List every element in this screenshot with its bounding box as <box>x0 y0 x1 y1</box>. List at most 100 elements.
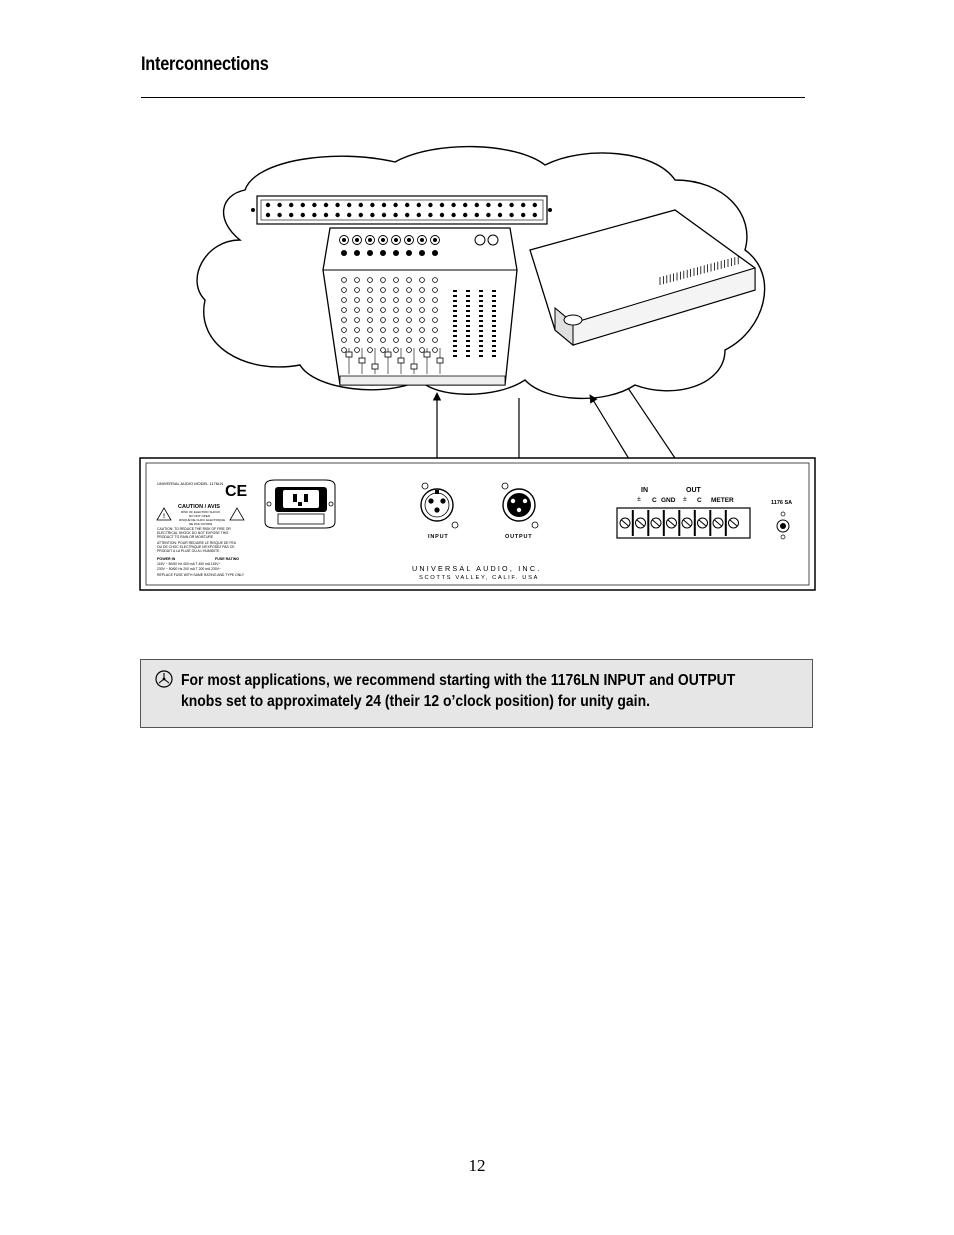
channel-knob <box>367 337 373 343</box>
patch-jack <box>416 212 421 218</box>
patch-jack <box>521 212 526 218</box>
meter-segment <box>453 325 457 327</box>
channel-knob <box>393 307 399 313</box>
screw-slot <box>683 519 691 527</box>
channel-knob <box>393 317 399 323</box>
page-number: 12 <box>468 1156 486 1175</box>
patch-jack <box>347 212 352 218</box>
terminal-in-label: IN <box>641 487 648 494</box>
power-inlet <box>264 479 336 529</box>
jack-center <box>394 238 398 242</box>
jack-center <box>381 238 385 242</box>
meter-segment <box>492 310 496 312</box>
patch-jack <box>289 212 294 218</box>
warning-line: ATTENTION: POUR REDUIRE LE RISQUE DE FEU <box>157 541 237 545</box>
meter-segment <box>466 320 470 322</box>
channel-knob <box>432 277 438 283</box>
channel-knob <box>406 347 412 353</box>
meter-segment <box>466 340 470 342</box>
channel-knob <box>432 287 438 293</box>
meter-segment <box>453 300 457 302</box>
patch-jack <box>393 202 398 208</box>
meter-segment <box>466 335 470 337</box>
line-input-jack <box>393 250 399 256</box>
caution-line: RISQUE DE CHOC ELECTRIQUE <box>179 518 225 522</box>
meter-segment <box>492 300 496 302</box>
channel-knob <box>367 287 373 293</box>
channel-knob <box>419 277 425 283</box>
patch-jack <box>416 202 421 208</box>
meter-segment <box>453 355 457 357</box>
patch-jack <box>463 202 468 208</box>
patch-jack <box>428 202 433 208</box>
jack-center <box>420 238 424 242</box>
channel-knob <box>393 297 399 303</box>
channel-knob <box>419 297 425 303</box>
warning-line: PRODUIT A LA PLUIE OU A L'HUMIDITE <box>157 549 220 553</box>
terminal-in-c: C <box>652 497 657 504</box>
meter-segment <box>453 295 457 297</box>
channel-knob <box>406 327 412 333</box>
meter-segment <box>479 310 483 312</box>
patch-jack <box>381 212 387 218</box>
patch-jack <box>323 202 329 208</box>
patch-jack <box>393 212 398 218</box>
meter-segment <box>466 325 470 327</box>
ce-mark: CE <box>225 483 248 500</box>
meter-segment <box>492 315 496 317</box>
channel-knob <box>406 287 412 293</box>
meter-segment <box>466 355 470 357</box>
channel-knob <box>406 277 412 283</box>
channel-knob <box>380 297 386 303</box>
channel-knob <box>432 347 438 353</box>
meter-segment <box>479 295 483 297</box>
channel-knob <box>393 327 399 333</box>
channel-knob <box>380 307 386 313</box>
patch-jack <box>300 212 305 218</box>
output-label: OUTPUT <box>505 534 532 540</box>
patch-jack <box>509 202 514 208</box>
meter-segment <box>479 330 483 332</box>
channel-knob <box>380 317 386 323</box>
channel-knob <box>354 327 360 333</box>
meter-segment <box>492 290 496 292</box>
fader-cap <box>358 357 366 364</box>
fader-cap <box>410 363 418 370</box>
meter-segment <box>492 295 496 297</box>
patch-jack <box>312 202 317 208</box>
channel-knob <box>380 327 386 333</box>
line-input-jack <box>341 250 347 256</box>
screw-slot <box>714 519 722 527</box>
patch-jack <box>474 202 479 208</box>
channel-knob <box>341 337 347 343</box>
channel-knob <box>432 337 438 343</box>
meter-segment <box>453 315 457 317</box>
tip-icon <box>155 670 173 688</box>
patch-jack <box>486 212 491 218</box>
meter-segment <box>479 325 483 327</box>
channel-knob <box>406 307 412 313</box>
title-rule <box>141 97 805 98</box>
channel-knob <box>406 297 412 303</box>
patch-jack <box>312 212 317 218</box>
channel-knob <box>432 297 438 303</box>
meter-segment <box>453 350 457 352</box>
caution-title: CAUTION / AVIS <box>178 504 220 510</box>
model-label: UNIVERSAL AUDIO MODEL 1176LN <box>157 481 223 486</box>
patch-jack <box>347 202 352 208</box>
jack-center <box>433 238 437 242</box>
patch-jack <box>323 212 329 218</box>
channel-knob <box>419 317 425 323</box>
meter-segment <box>479 300 483 302</box>
screw-slot <box>636 519 645 527</box>
meter-segment <box>479 335 483 337</box>
patch-jack <box>300 202 305 208</box>
channel-knob <box>419 347 425 353</box>
channel-knob <box>432 307 438 313</box>
terminal-in-polarity: ± <box>637 496 641 503</box>
meter-segment <box>492 355 496 357</box>
meter-segment <box>453 305 457 307</box>
channel-knob <box>354 307 360 313</box>
jack-center <box>368 238 372 242</box>
meter-segment <box>453 290 457 292</box>
